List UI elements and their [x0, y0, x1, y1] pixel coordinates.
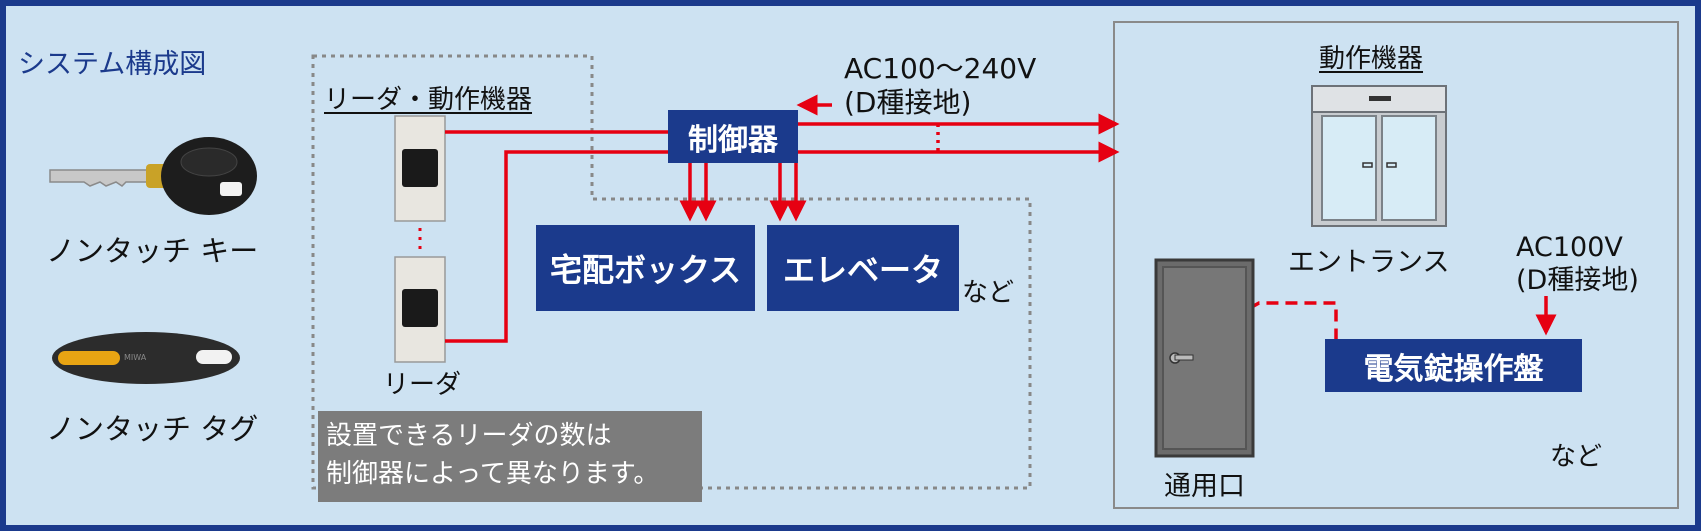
lock-panel-power-label: AC100V (D種接地): [1516, 231, 1639, 297]
power-source-grounding: (D種接地): [844, 86, 972, 119]
reader-device-bottom: [394, 256, 446, 363]
electric-lock-panel: 電気錠操作盤: [1325, 339, 1582, 392]
connection-lines: MIWA: [49, 21, 1679, 509]
targets-etc-label: など: [962, 278, 1015, 308]
reader-count-note: 設置できるリーダの数は 制御器によって異なります。: [318, 411, 702, 502]
lock-panel-voltage: AC100V: [1516, 232, 1623, 263]
lock-panel-grounding: (D種接地): [1516, 265, 1639, 296]
controller-box: 制御器: [668, 110, 798, 163]
reader-group-boundary: [311, 54, 1032, 490]
reader-group-label: リーダ・動作機器: [324, 85, 533, 115]
reader-device-top: [394, 115, 446, 222]
elevator-box: エレベータ: [767, 225, 959, 311]
non-touch-key-illustration: [49, 137, 257, 215]
service-door-illustration: [1154, 258, 1255, 458]
svg-text:MIWA: MIWA: [124, 353, 147, 362]
service-door-label: 通用口: [1164, 471, 1245, 502]
note-line-2: 制御器によって異なります。: [326, 459, 660, 489]
non-touch-tag-label: ノンタッチ タグ: [46, 412, 259, 446]
page-title: システム構成図: [18, 49, 207, 80]
note-line-1: 設置できるリーダの数は: [326, 421, 612, 451]
non-touch-key-label: ノンタッチ キー: [46, 234, 259, 268]
power-source-label: AC100〜240V (D種接地): [844, 52, 1036, 120]
delivery-box: 宅配ボックス: [536, 225, 755, 311]
entrance-door-illustration: [1311, 85, 1447, 227]
devices-label: 動作機器: [1319, 44, 1424, 74]
devices-panel: [1113, 21, 1679, 509]
entrance-label: エントランス: [1288, 247, 1450, 278]
devices-etc-label: など: [1550, 442, 1603, 472]
reader-label: リーダ: [383, 370, 462, 400]
power-source-voltage: AC100〜240V: [844, 52, 1037, 85]
non-touch-tag-illustration: MIWA: [52, 332, 240, 384]
